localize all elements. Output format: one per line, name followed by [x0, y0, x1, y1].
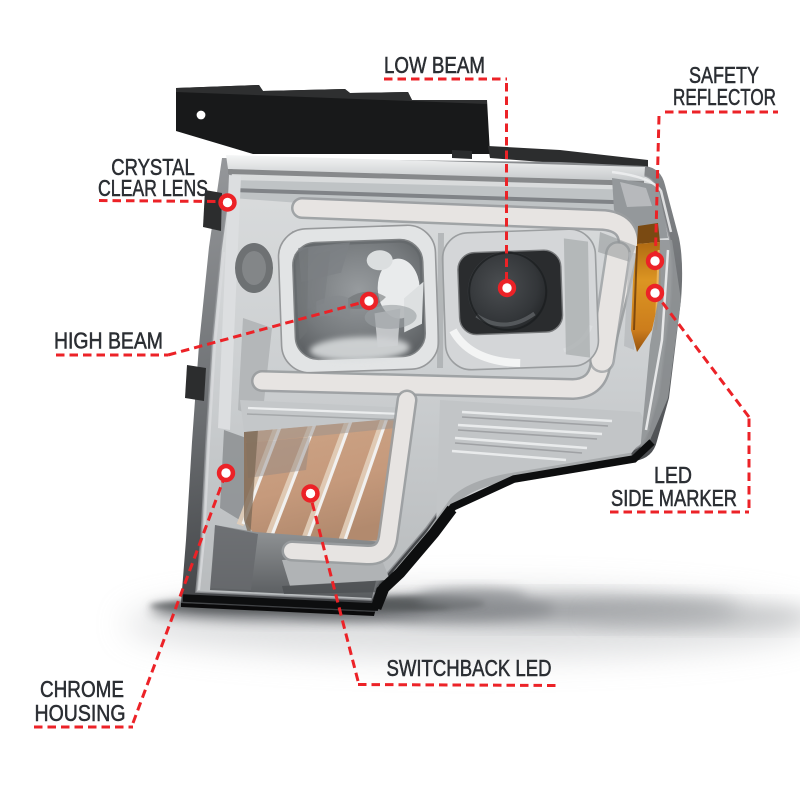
svg-text:CLEAR LENS: CLEAR LENS: [98, 175, 208, 201]
svg-text:SAFETY: SAFETY: [689, 62, 759, 88]
svg-text:HIGH BEAM: HIGH BEAM: [54, 328, 163, 354]
svg-text:CRYSTAL: CRYSTAL: [111, 154, 195, 180]
svg-text:SWITCHBACK LED: SWITCHBACK LED: [387, 655, 552, 681]
svg-text:HOUSING: HOUSING: [35, 700, 126, 726]
svg-text:CHROME: CHROME: [40, 676, 124, 702]
svg-text:LOW BEAM: LOW BEAM: [384, 52, 485, 78]
svg-text:SIDE MARKER: SIDE MARKER: [611, 485, 737, 511]
svg-text:LED: LED: [654, 462, 692, 488]
svg-text:REFLECTOR: REFLECTOR: [673, 84, 776, 110]
